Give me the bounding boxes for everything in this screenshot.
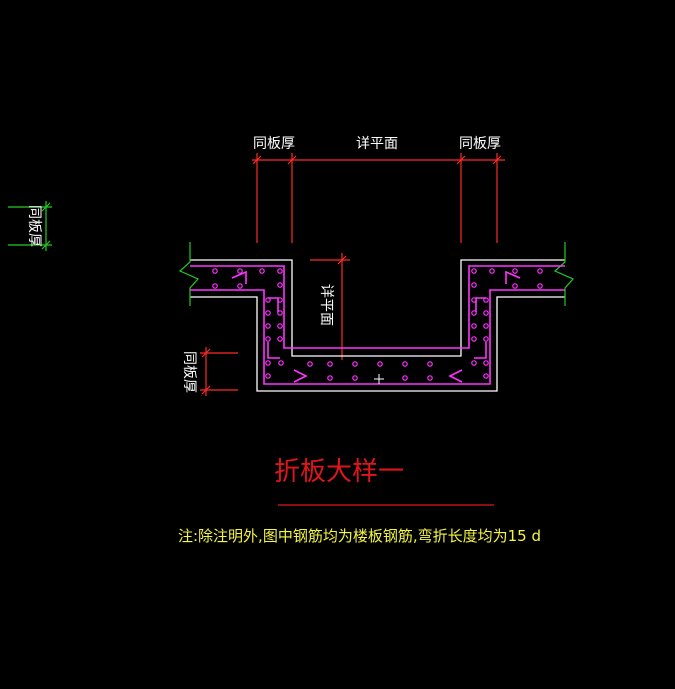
mid-vertical-dimension	[310, 253, 350, 360]
slab-outline	[190, 259, 565, 392]
break-lines	[178, 242, 574, 306]
label-far-left: 同板厚	[26, 205, 42, 247]
label-lower-left: 同板厚	[181, 351, 197, 393]
far-left-dimension	[8, 201, 52, 251]
label-top-mid: 详平面	[356, 136, 398, 152]
top-dimension	[252, 153, 505, 243]
drawing-title: 折板大样一	[274, 457, 404, 487]
label-top-left: 同板厚	[253, 136, 295, 152]
label-top-right: 同板厚	[459, 136, 501, 152]
rebar-cage	[190, 265, 565, 385]
cursor-crosshair-icon	[374, 374, 384, 384]
note-text: 注:除注明外,图中钢筋均为楼板钢筋,弯折长度均为15 d	[178, 527, 541, 545]
rebar-dots	[212, 268, 543, 381]
lower-left-dimension	[200, 347, 238, 396]
label-mid-vertical: 详平面	[318, 284, 334, 326]
